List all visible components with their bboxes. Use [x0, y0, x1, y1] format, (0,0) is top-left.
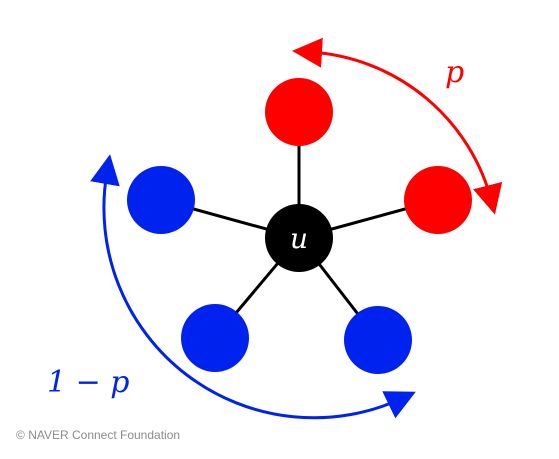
red-probability-label: p	[445, 55, 464, 90]
copyright-text: NAVER Connect Foundation	[28, 428, 181, 442]
node-blue-bottom-left	[181, 304, 249, 372]
node-blue-bottom-right	[344, 306, 412, 374]
red-arc-arrow	[292, 37, 503, 215]
copyright-icon: ©	[16, 428, 25, 442]
center-node-label: u	[290, 222, 308, 255]
node-blue-left	[127, 166, 195, 234]
blue-probability-label: 1 − p	[47, 365, 130, 400]
blue-arc-arrow	[90, 154, 416, 420]
node-red-right	[404, 166, 472, 234]
node-red-top	[265, 78, 333, 146]
copyright-footer: © NAVER Connect Foundation	[16, 428, 180, 442]
